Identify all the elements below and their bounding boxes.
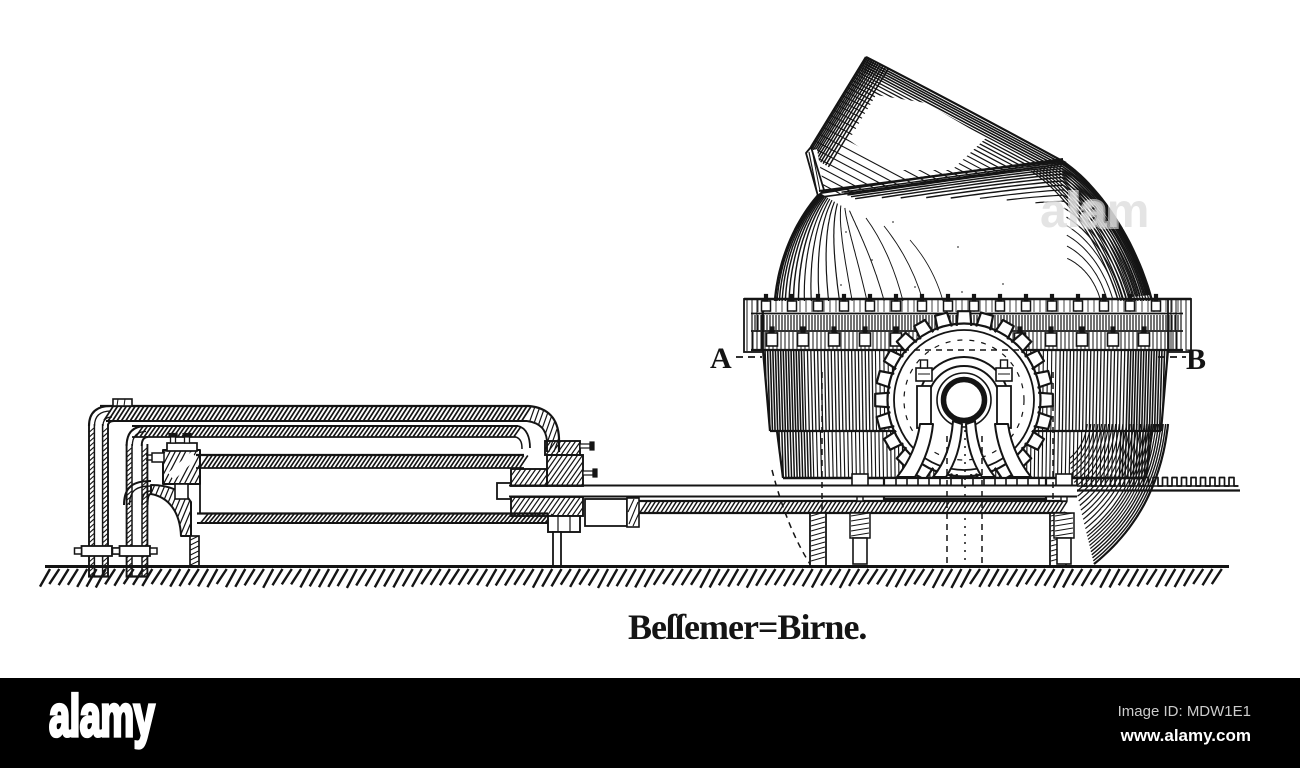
svg-text:alam: alam (1040, 185, 1149, 238)
svg-text:alam: alam (1040, 185, 1149, 238)
svg-text:alamy: alamy (49, 685, 155, 749)
svg-text:A: A (710, 342, 732, 375)
svg-text:Image ID: MDW1E1: Image ID: MDW1E1 (1118, 703, 1251, 720)
svg-text:www.alamy.com: www.alamy.com (1120, 726, 1251, 745)
svg-text:Beſſemer=Birne.: Beſſemer=Birne. (628, 607, 866, 647)
svg-text:B: B (1186, 343, 1206, 376)
